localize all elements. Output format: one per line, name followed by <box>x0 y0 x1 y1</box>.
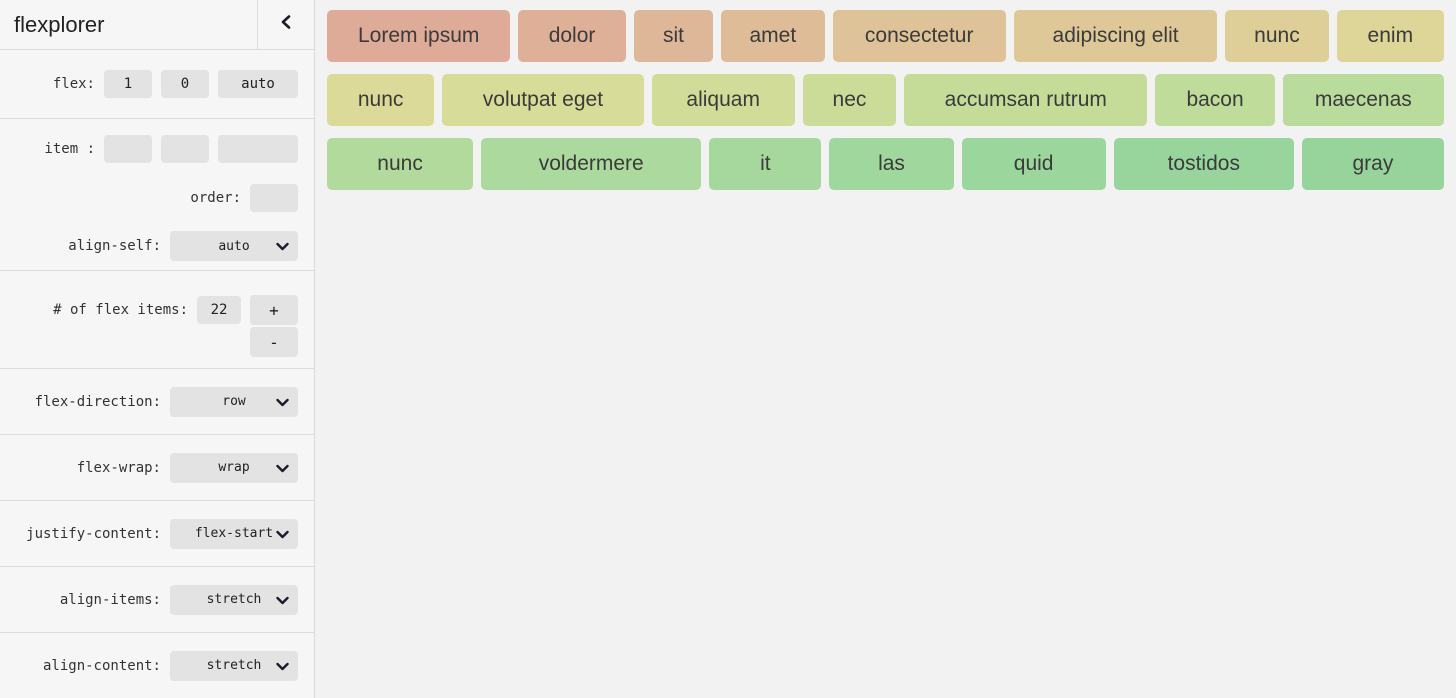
flex-item[interactable]: voldermere <box>481 138 702 190</box>
flex-label: flex: <box>52 76 95 92</box>
align-self-label: align-self: <box>68 238 161 254</box>
flex-item[interactable]: quid <box>961 138 1106 190</box>
flex-shrink-input[interactable] <box>161 70 209 98</box>
chevron-down-icon <box>276 660 289 675</box>
collapse-sidebar-button[interactable] <box>257 0 314 49</box>
flex-item[interactable]: amet <box>721 10 825 62</box>
flex-wrap-select[interactable]: wrap <box>170 452 298 483</box>
flex-item[interactable]: maecenas <box>1282 74 1444 126</box>
justify-content-select[interactable]: flex-start <box>170 518 298 549</box>
flex-direction-label: flex-direction: <box>34 393 161 410</box>
flex-basis-input[interactable] <box>218 70 298 98</box>
chevron-down-icon <box>276 240 289 255</box>
align-content-value: stretch <box>206 658 262 673</box>
flex-wrap-section: flex-wrap: wrap <box>0 435 314 501</box>
align-items-section: align-items: stretch <box>0 567 314 633</box>
chevron-down-icon <box>276 594 289 609</box>
flex-direction-select[interactable]: row <box>170 386 298 417</box>
flex-item[interactable]: nunc <box>327 138 474 190</box>
flex-item[interactable]: volutpat eget <box>442 74 644 126</box>
align-content-select[interactable]: stretch <box>170 650 298 681</box>
align-items-select[interactable]: stretch <box>170 584 298 615</box>
flex-grow-input[interactable] <box>104 70 152 98</box>
justify-content-label: justify-content: <box>26 525 161 542</box>
chevron-down-icon <box>276 528 289 543</box>
align-items-value: stretch <box>206 592 262 607</box>
remove-item-button[interactable]: - <box>250 327 298 357</box>
item-flex-basis-input[interactable] <box>218 135 298 163</box>
flex-item[interactable]: nec <box>802 74 897 126</box>
flex-item[interactable]: sit <box>633 10 714 62</box>
count-input[interactable] <box>197 296 241 324</box>
sidebar: flexplorer flex: item : order: align-sel… <box>0 0 315 698</box>
flex-item[interactable]: tostidos <box>1113 138 1294 190</box>
count-label: # of flex items: <box>53 302 188 318</box>
flex-item[interactable]: adipiscing elit <box>1013 10 1218 62</box>
item-flex-shrink-input[interactable] <box>161 135 209 163</box>
chevron-left-icon <box>280 15 292 34</box>
flex-item[interactable]: bacon <box>1155 74 1275 126</box>
order-label: order: <box>190 190 241 206</box>
align-self-value: auto <box>218 238 250 254</box>
flex-item[interactable]: consectetur <box>832 10 1006 62</box>
flex-item[interactable]: nunc <box>327 74 435 126</box>
chevron-down-icon <box>276 462 289 477</box>
align-items-label: align-items: <box>59 591 161 608</box>
flex-item[interactable]: nunc <box>1225 10 1329 62</box>
flex-item[interactable]: enim <box>1336 10 1444 62</box>
order-input[interactable] <box>250 184 298 212</box>
flex-item[interactable]: gray <box>1301 138 1444 190</box>
flex-direction-value: row <box>222 394 246 409</box>
item-label: item : <box>44 141 95 157</box>
flex-shorthand-section: flex: <box>0 50 314 119</box>
chevron-down-icon <box>276 396 289 411</box>
item-flex-grow-input[interactable] <box>104 135 152 163</box>
align-self-select[interactable]: auto <box>170 231 298 261</box>
flex-item[interactable]: Lorem ipsum <box>327 10 511 62</box>
flex-item[interactable]: las <box>829 138 954 190</box>
add-item-button[interactable]: + <box>250 295 298 325</box>
justify-content-value: flex-start <box>194 526 274 541</box>
align-content-section: align-content: stretch <box>0 633 314 698</box>
app-title: flexplorer <box>14 11 105 37</box>
flex-wrap-value: wrap <box>218 460 250 475</box>
flex-item[interactable]: accumsan rutrum <box>904 74 1148 126</box>
align-content-label: align-content: <box>42 657 161 674</box>
flex-wrap-label: flex-wrap: <box>76 459 161 476</box>
sidebar-header: flexplorer <box>0 0 314 50</box>
flex-item[interactable]: dolor <box>518 10 626 62</box>
justify-content-section: justify-content: flex-start <box>0 501 314 567</box>
flex-items-count-section: # of flex items: + - <box>0 271 314 369</box>
item-section: item : order: align-self: auto <box>0 119 314 271</box>
flex-item[interactable]: aliquam <box>651 74 795 126</box>
flex-item[interactable]: it <box>709 138 822 190</box>
flex-direction-section: flex-direction: row <box>0 369 314 435</box>
